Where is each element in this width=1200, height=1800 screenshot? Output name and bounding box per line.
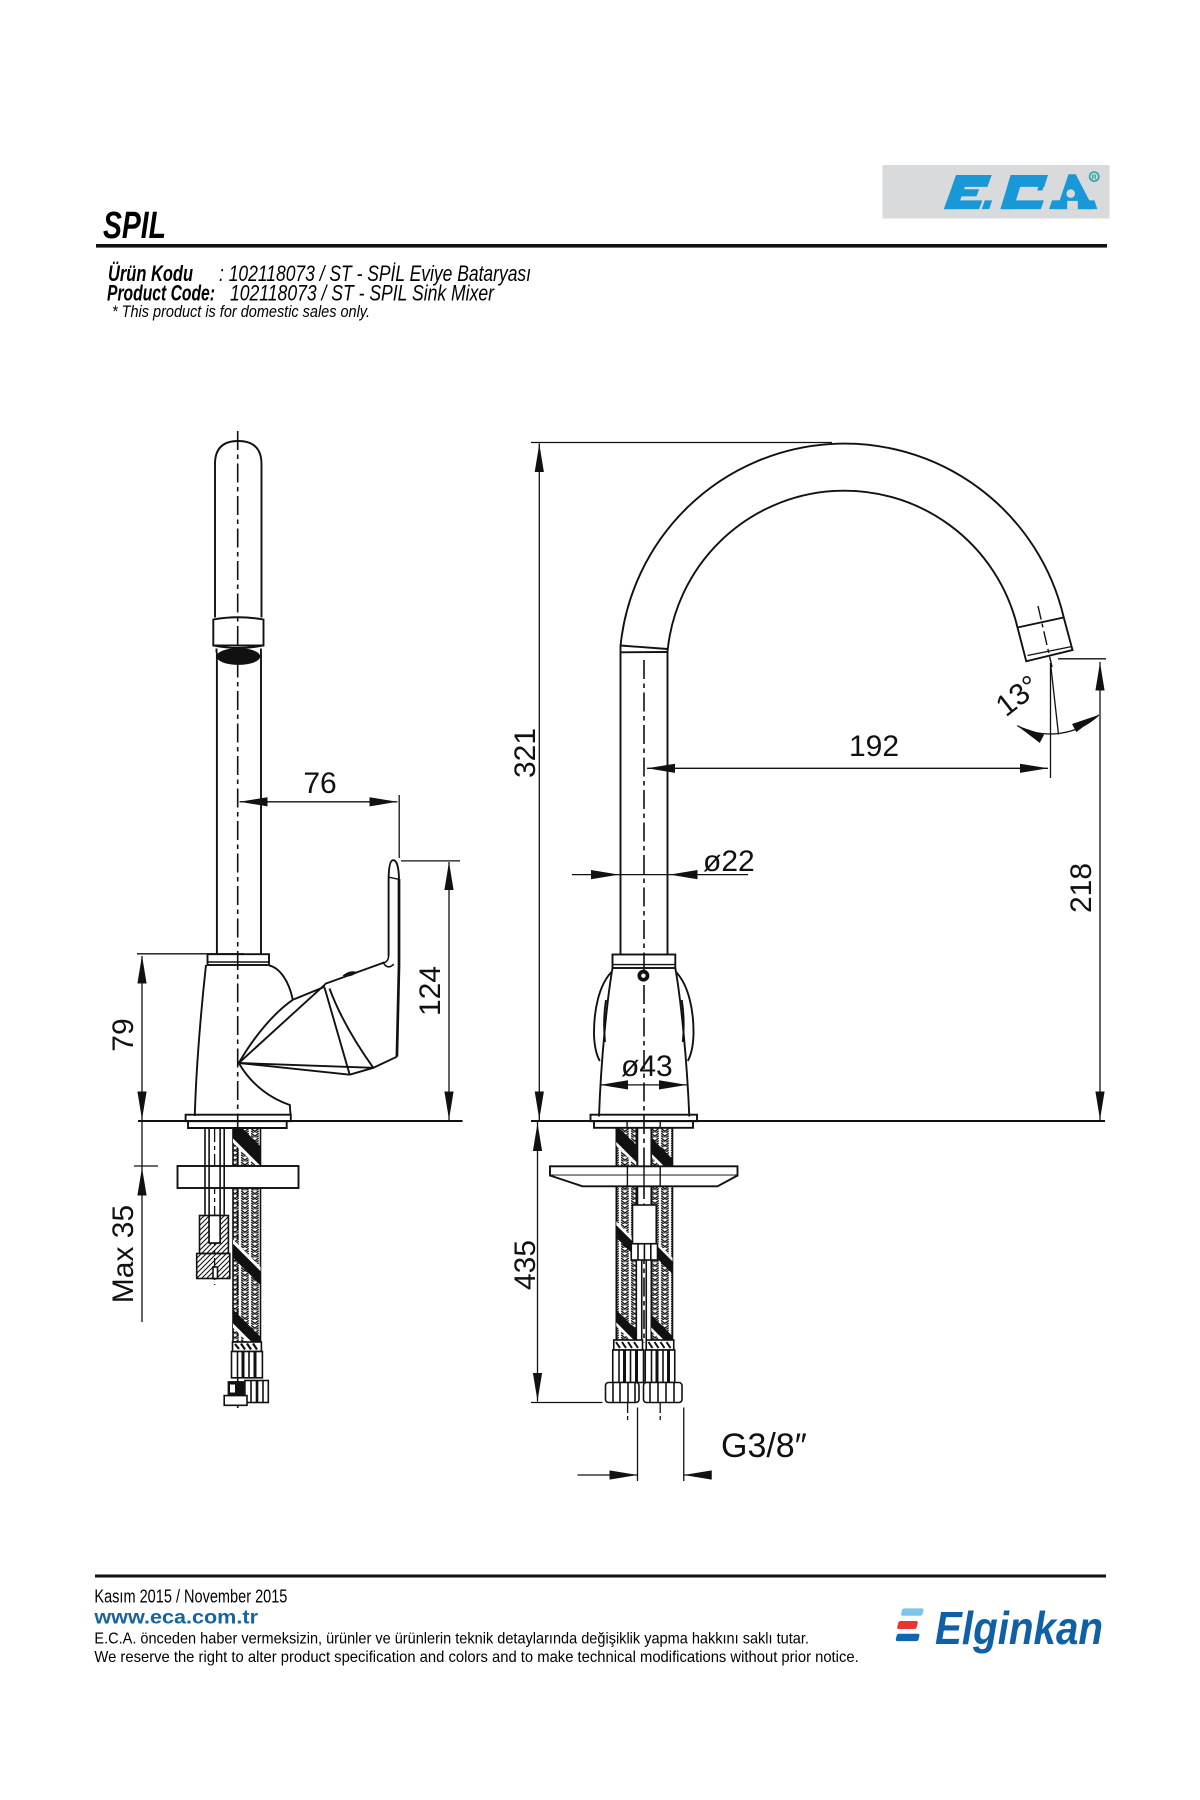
svg-text:124: 124 [414, 966, 447, 1016]
svg-text:www.eca.com.tr: www.eca.com.tr [93, 1608, 258, 1629]
svg-text:Max 35: Max 35 [107, 1205, 140, 1303]
svg-text:We reserve the right to alter: We reserve the right to alter product sp… [94, 1649, 858, 1666]
svg-text:R: R [1092, 174, 1097, 181]
svg-text:Product Code:: Product Code: [107, 281, 215, 306]
svg-text:102118073 / ST - SPIL Sink Mix: 102118073 / ST - SPIL Sink Mixer [230, 281, 495, 306]
svg-text:Ürün Kodu: Ürün Kodu [108, 261, 193, 286]
svg-text:SPIL: SPIL [103, 205, 166, 247]
svg-text:435: 435 [509, 1240, 542, 1290]
svg-text:321: 321 [509, 728, 542, 778]
svg-text:* This product is for domestic: * This product is for domestic sales onl… [112, 303, 370, 321]
svg-text:192: 192 [849, 730, 899, 763]
svg-text:76: 76 [303, 767, 336, 800]
svg-text:E.C.A. önceden haber vermeksiz: E.C.A. önceden haber vermeksizin, ürünle… [94, 1631, 809, 1648]
svg-text:G3/8″: G3/8″ [721, 1427, 807, 1465]
svg-text:218: 218 [1065, 863, 1098, 913]
svg-text:ø43: ø43 [621, 1050, 673, 1083]
svg-text:79: 79 [107, 1018, 140, 1051]
svg-text:Elginkan: Elginkan [935, 1602, 1103, 1654]
svg-text:ø22: ø22 [703, 845, 755, 878]
svg-text:Kasım 2015 / November 2015: Kasım 2015 / November 2015 [94, 1587, 287, 1607]
svg-text:: 102118073 / ST - SPİL Eviye: : 102118073 / ST - SPİL Eviye Bataryası [219, 261, 531, 286]
